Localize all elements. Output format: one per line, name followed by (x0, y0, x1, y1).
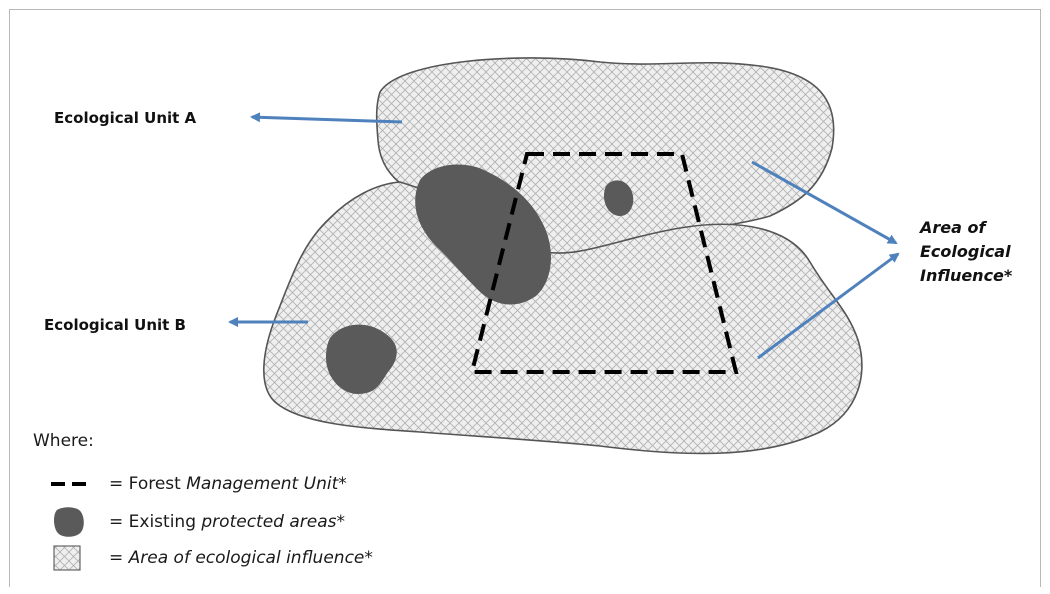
ecological-unit-a-label: Ecological Unit A (54, 109, 197, 127)
ecological-unit-b-label: Ecological Unit B (44, 316, 186, 334)
legend-label-area-of-influence: = Area of ecological influence* (109, 548, 373, 568)
ecological-unit-b-region (263, 181, 863, 455)
influence-label-line-2: Ecological (920, 242, 1011, 261)
diagram-frame (9, 9, 1041, 587)
arrow-from-unit-b-influence (757, 252, 900, 360)
arrow-to-unit-a-label (250, 112, 403, 124)
hatched-square-icon (53, 545, 81, 571)
legend-label-protected-areas: = Existing protected areas* (109, 512, 346, 532)
protected-area-small (603, 180, 634, 216)
arrow-from-unit-a-influence (751, 160, 898, 245)
legend-title: Where: (33, 431, 94, 451)
dashed-line-icon (51, 482, 93, 486)
legend-label-fmu: = Forest Management Unit* (109, 474, 347, 494)
forest-management-unit (469, 152, 739, 374)
influence-label-line-1: Area of (918, 218, 987, 237)
legend: Where: = Forest Management Unit* = Exist… (33, 426, 373, 571)
influence-label-line-3: Influence* (920, 266, 1013, 285)
protected-area-icon (54, 507, 84, 537)
protected-area-unit-b (326, 324, 397, 394)
